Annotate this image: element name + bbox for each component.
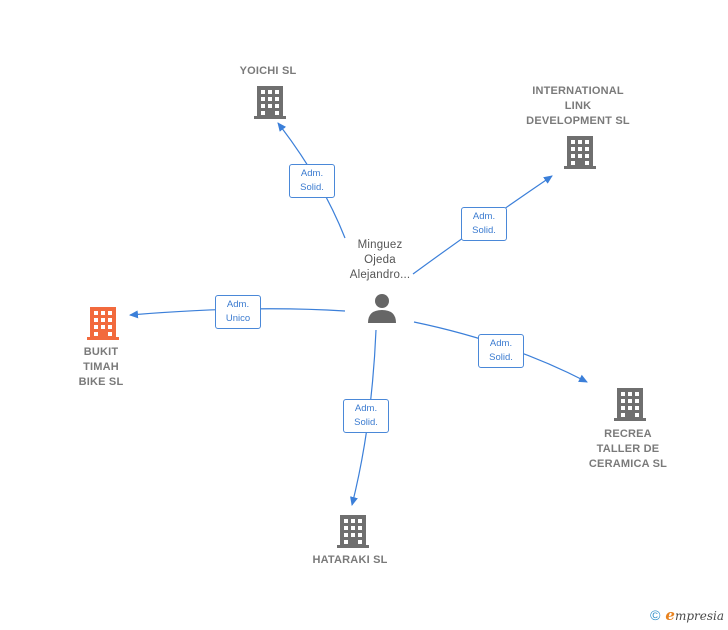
role-badge-bukit[interactable]: Adm. Unico (215, 295, 261, 329)
company-label-recrea[interactable]: RECREA TALLER DE CERAMICA SL (588, 428, 668, 470)
building-icon[interactable] (613, 386, 647, 422)
role-badge-hataraki[interactable]: Adm. Solid. (343, 399, 389, 433)
brand-logo: empresia (665, 606, 724, 624)
person-icon[interactable] (366, 292, 398, 324)
company-label-international[interactable]: INTERNATIONAL LINK DEVELOPMENT SL (526, 85, 630, 127)
building-icon[interactable] (563, 134, 597, 170)
company-label-hataraki[interactable]: HATARAKI SL (312, 554, 388, 566)
building-icon[interactable] (253, 84, 287, 120)
role-badge-yoichi[interactable]: Adm. Solid. (289, 164, 335, 198)
role-badge-international[interactable]: Adm. Solid. (461, 207, 507, 241)
role-badge-recrea[interactable]: Adm. Solid. (478, 334, 524, 368)
company-label-bukit[interactable]: BUKIT TIMAH BIKE SL (78, 346, 124, 388)
brand-footer: © empresia (650, 606, 724, 624)
building-icon[interactable] (336, 513, 370, 549)
company-label-yoichi[interactable]: YOICHI SL (239, 65, 297, 77)
copyright-icon: © (650, 607, 661, 623)
center-person-label[interactable]: Minguez Ojeda Alejandro... (349, 239, 411, 281)
building-icon-highlight[interactable] (86, 305, 120, 341)
